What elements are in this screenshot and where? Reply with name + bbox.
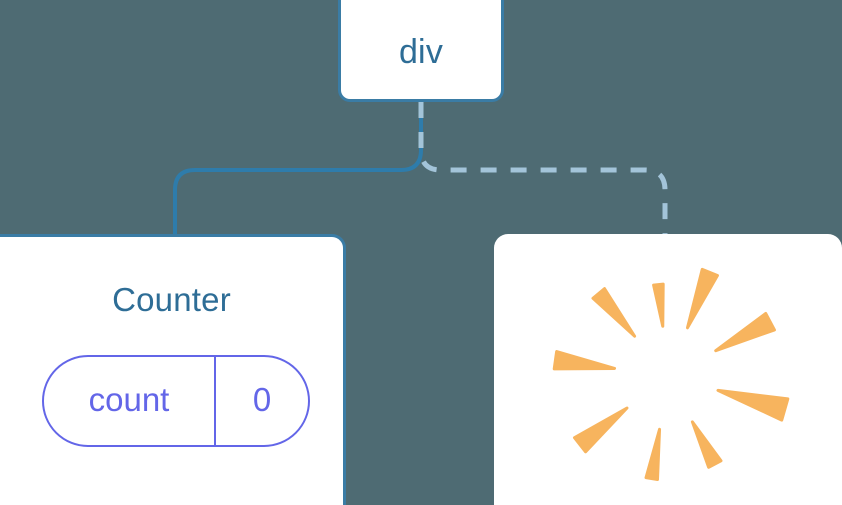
burst-ray-1 [652, 282, 665, 328]
node-div-title: div [398, 32, 444, 71]
connector-div-to-counter [173, 102, 423, 236]
node-counter[interactable]: Counter count 0 [0, 234, 346, 505]
burst-ray-7 [716, 388, 790, 422]
burst-ray-6 [690, 420, 723, 469]
sparkle-burst-icon [552, 267, 790, 481]
connector-div-to-burst [418, 102, 668, 236]
burst-ray-2 [591, 287, 637, 338]
prop-value-label: 0 [252, 381, 272, 418]
node-div[interactable]: div [338, 0, 504, 102]
burst-ray-3 [552, 350, 617, 371]
burst-ray-4 [573, 406, 629, 454]
node-burst[interactable] [494, 234, 842, 505]
burst-ray-8 [714, 312, 776, 353]
burst-ray-0 [685, 267, 719, 330]
prop-pill-count[interactable]: count 0 [42, 355, 310, 447]
node-counter-title: Counter [112, 281, 231, 318]
prop-key-label: count [44, 357, 216, 445]
burst-ray-5 [644, 427, 662, 481]
